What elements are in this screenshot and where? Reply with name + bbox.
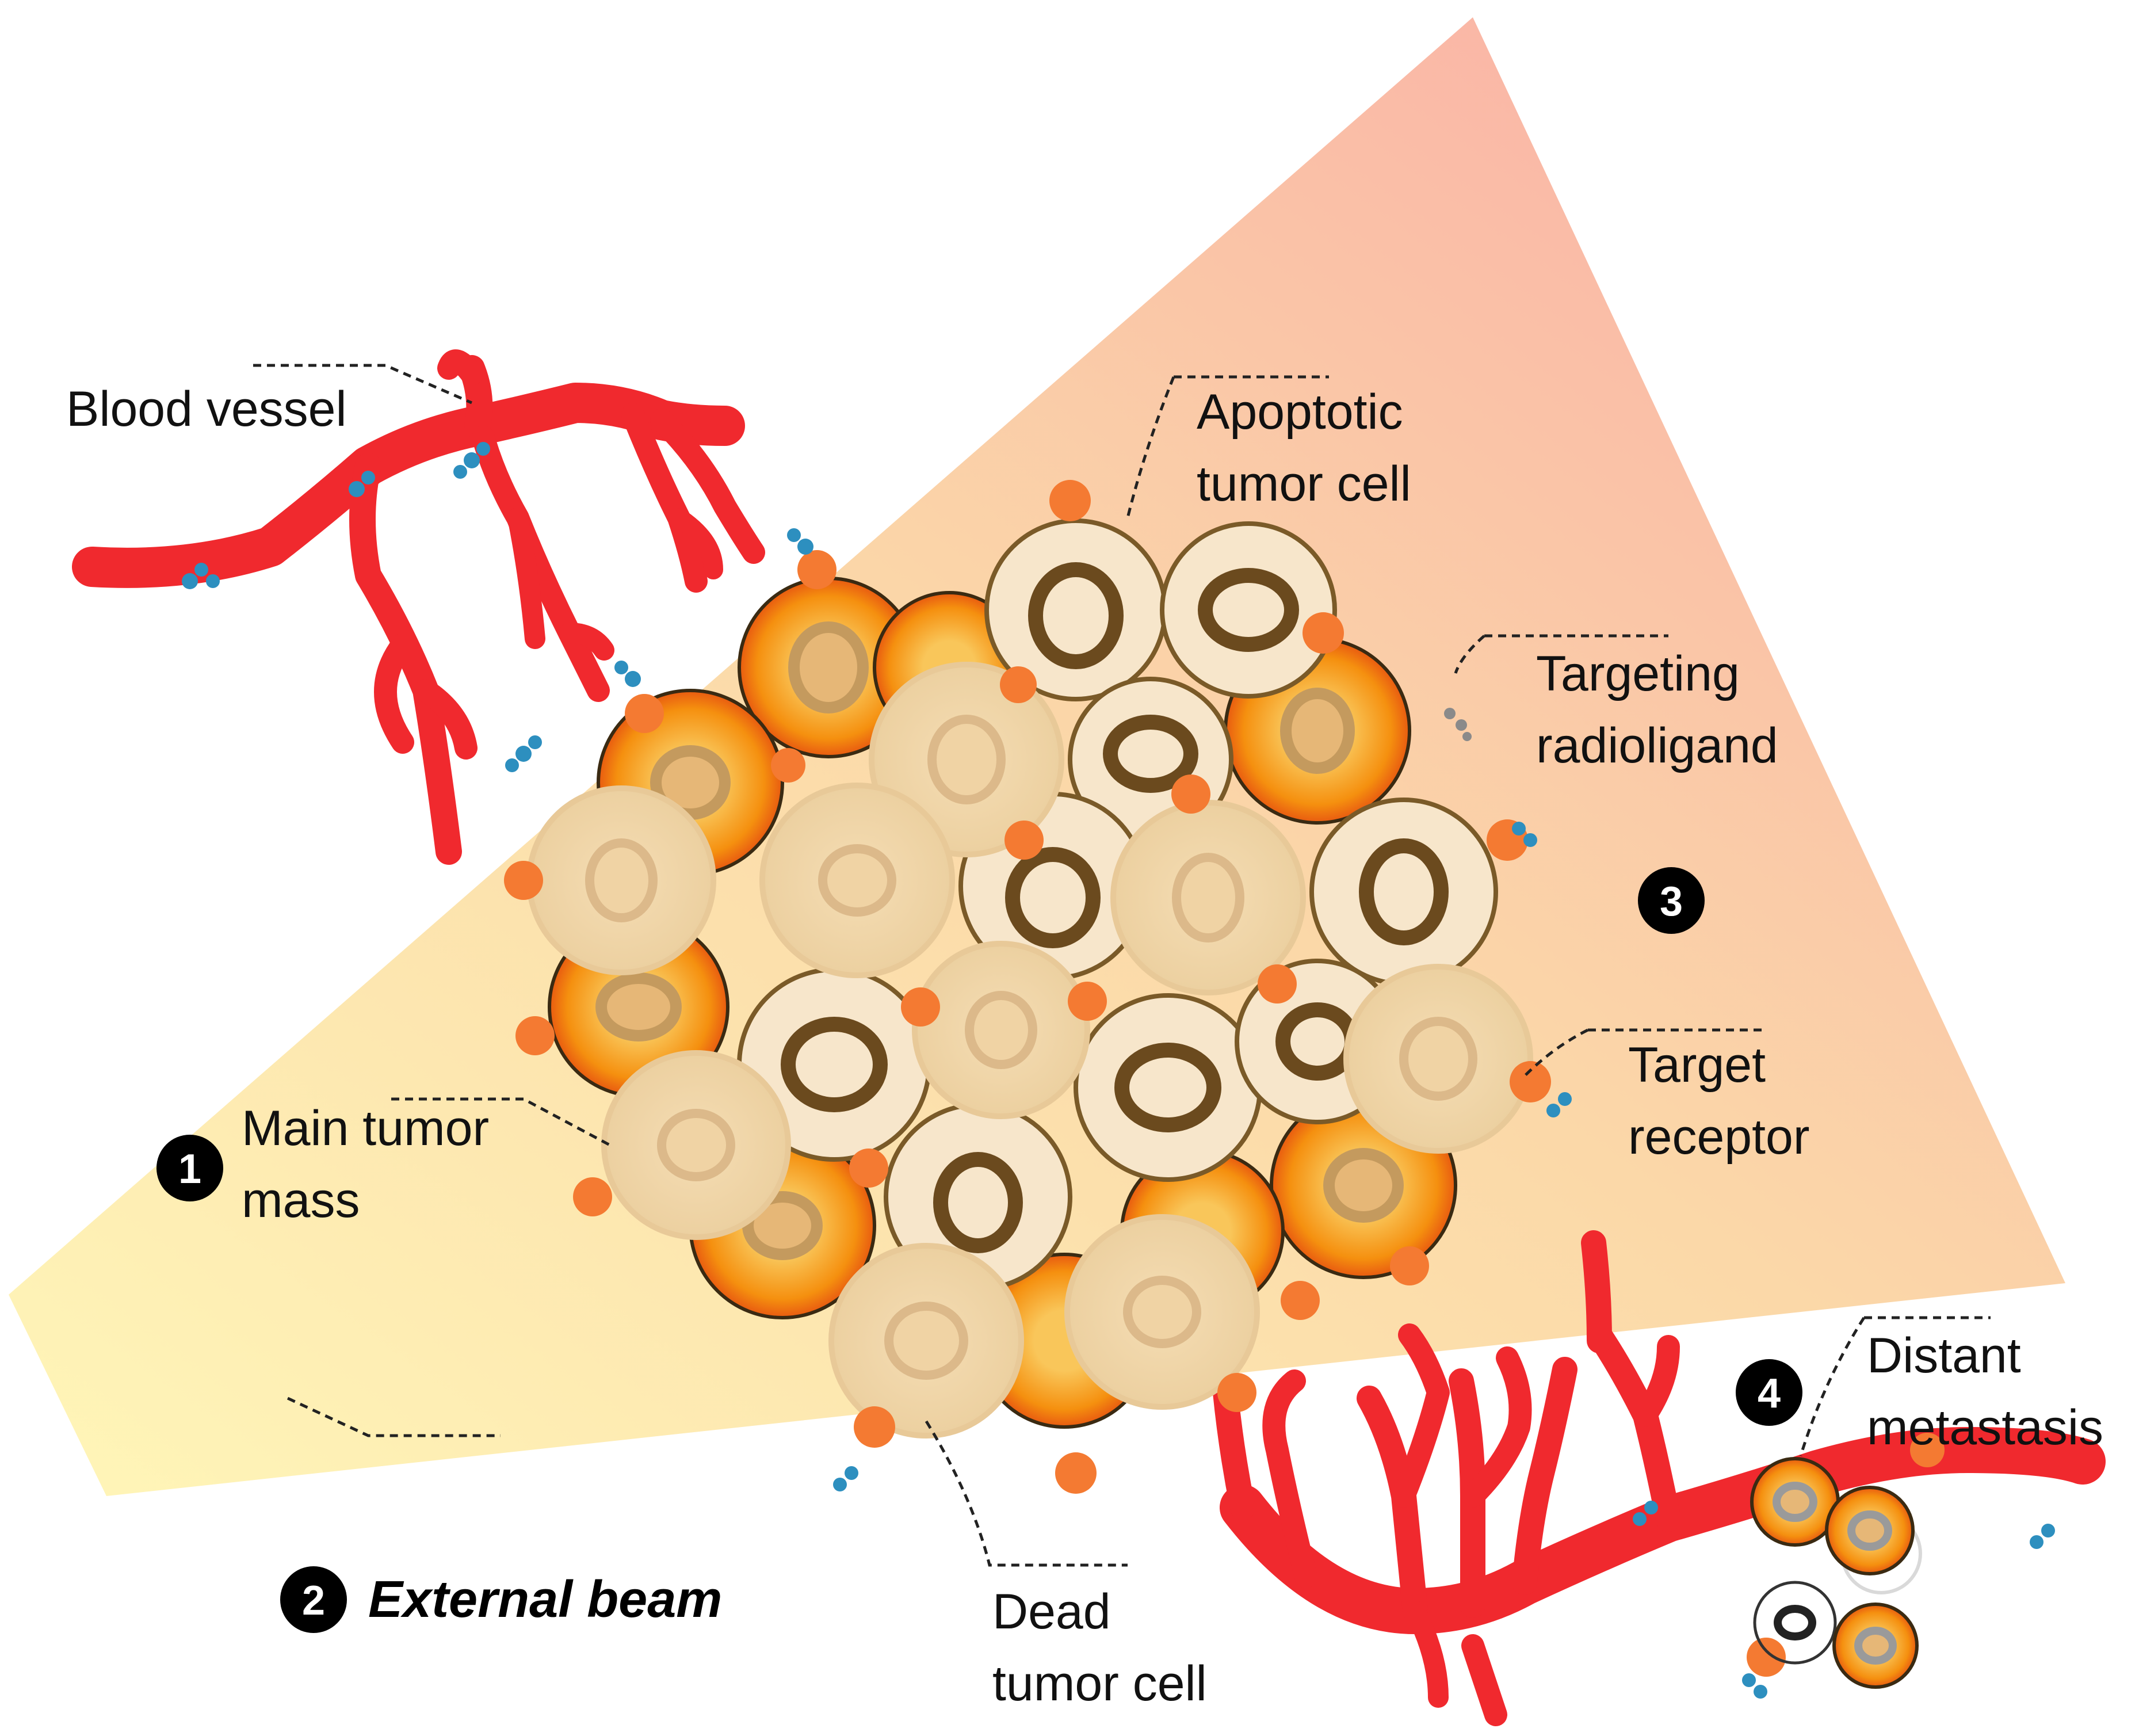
badge-4: 4 <box>1736 1359 1802 1426</box>
label-main-tumor-line2: mass <box>242 1173 360 1228</box>
label-targeting-line2: radioligand <box>1536 718 1778 773</box>
svg-text:3: 3 <box>1660 879 1683 925</box>
label-target-line2: receptor <box>1628 1109 1810 1165</box>
target-receptors <box>504 480 1945 1677</box>
badge-3: 3 <box>1638 867 1705 934</box>
targeting-radioligands <box>182 442 2055 1699</box>
dead-tumor-cells <box>526 662 1533 1439</box>
badge-2: 2 <box>280 1566 347 1633</box>
label-targeting-line1: Targeting <box>1536 646 1740 701</box>
label-main-tumor-line1: Main tumor <box>242 1101 489 1156</box>
label-dead-line2: tumor cell <box>992 1656 1207 1711</box>
blood-vessel-upper <box>72 349 765 865</box>
svg-text:4: 4 <box>1758 1371 1781 1417</box>
svg-text:2: 2 <box>302 1578 325 1624</box>
svg-text:1: 1 <box>178 1146 201 1192</box>
label-distant-line2: metastasis <box>1867 1400 2103 1455</box>
blood-vessel-lower <box>1213 1230 2106 1726</box>
label-external-beam: External beam <box>368 1571 722 1628</box>
label-blood-vessel: Blood vessel <box>66 381 347 437</box>
label-distant-line1: Distant <box>1867 1328 2021 1383</box>
label-apoptotic-line1: Apoptotic <box>1197 384 1403 440</box>
tumor-cell-cluster <box>526 518 1533 1439</box>
apoptotic-tumor-cells <box>737 518 1498 1291</box>
label-apoptotic-line2: tumor cell <box>1197 456 1411 512</box>
label-target-line1: Target <box>1628 1037 1766 1093</box>
label-dead-line1: Dead <box>992 1584 1111 1639</box>
badge-1: 1 <box>156 1135 223 1201</box>
leader-lines <box>253 364 1991 1567</box>
distant-metastasis-cells <box>1750 1457 1922 1689</box>
